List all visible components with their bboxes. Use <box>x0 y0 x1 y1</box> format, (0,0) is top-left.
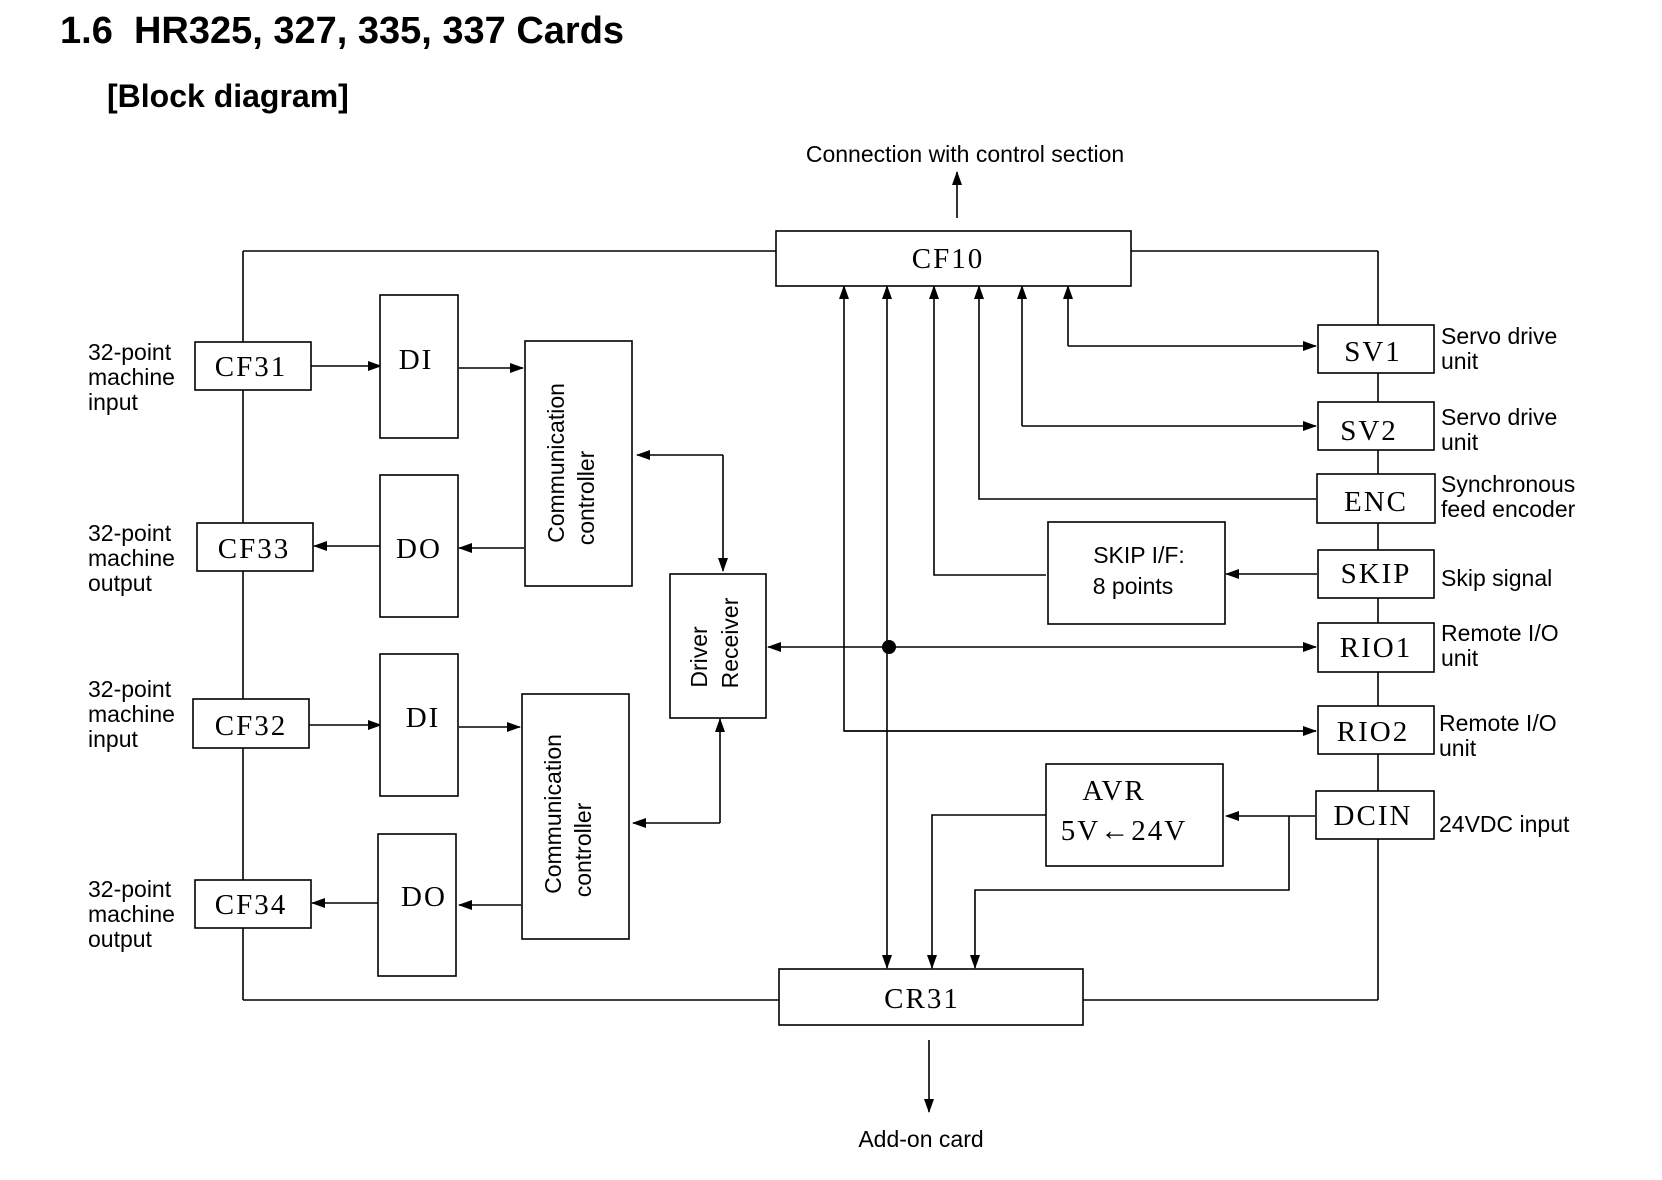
svg-text:Servo drive: Servo drive <box>1441 323 1557 349</box>
svg-text:unit: unit <box>1439 735 1477 761</box>
sv1-connector: SV1 <box>1317 324 1435 374</box>
svg-text:32-point: 32-point <box>88 339 172 365</box>
cf33-connector: CF33 <box>196 522 314 572</box>
rio1-description: Remote I/O unit <box>1441 620 1559 671</box>
di-block-lower: DI <box>379 653 459 797</box>
svg-text:ENC: ENC <box>1344 486 1408 518</box>
driver-receiver-block: Driver Receiver <box>669 573 767 719</box>
svg-text:CR31: CR31 <box>884 983 960 1015</box>
svg-text:unit: unit <box>1441 429 1479 455</box>
svg-text:output: output <box>88 926 153 952</box>
svg-text:CF34: CF34 <box>215 889 287 921</box>
cf34-connector: CF34 <box>194 879 312 929</box>
svg-text:Servo drive: Servo drive <box>1441 404 1557 430</box>
svg-text:Driver: Driver <box>686 626 712 688</box>
svg-text:DO: DO <box>401 881 447 913</box>
connection-lines <box>309 171 1317 1113</box>
svg-text:32-point: 32-point <box>88 676 172 702</box>
svg-text:SV2: SV2 <box>1340 415 1398 447</box>
avr-regulator-block: AVR 5V←24V <box>1045 763 1224 867</box>
svg-text:DCIN: DCIN <box>1334 800 1413 832</box>
svg-text:RIO1: RIO1 <box>1340 632 1412 664</box>
svg-text:Communication: Communication <box>540 734 566 894</box>
svg-text:8 points: 8 points <box>1093 573 1174 599</box>
svg-text:RIO2: RIO2 <box>1337 716 1409 748</box>
svg-text:machine: machine <box>88 701 175 727</box>
svg-text:controller: controller <box>573 450 599 545</box>
svg-text:input: input <box>88 389 138 415</box>
svg-text:32-point: 32-point <box>88 520 172 546</box>
cr31-connector: CR31 <box>778 968 1084 1026</box>
svg-text:controller: controller <box>570 802 596 897</box>
svg-text:AVR: AVR <box>1082 775 1146 807</box>
cf34-description: 32-point machine output <box>88 876 175 952</box>
svg-text:CF31: CF31 <box>215 351 287 383</box>
svg-text:Skip signal: Skip signal <box>1441 565 1552 591</box>
skip-interface-block: SKIP I/F: 8 points <box>1047 521 1226 625</box>
di-block-upper: DI <box>379 294 459 439</box>
cf32-connector: CF32 <box>192 698 310 749</box>
svg-text:Receiver: Receiver <box>717 597 743 688</box>
svg-text:Synchronous: Synchronous <box>1441 471 1575 497</box>
cf10-connector: CF10 <box>775 230 1132 287</box>
control-section-label: Connection with control section <box>806 141 1124 167</box>
svg-text:DI: DI <box>399 344 434 376</box>
dcin-description: 24VDC input <box>1439 811 1570 837</box>
svg-text:SKIP: SKIP <box>1341 558 1412 590</box>
rio2-connector: RIO2 <box>1317 705 1435 755</box>
skip-connector: SKIP <box>1317 549 1435 599</box>
enc-description: Synchronous feed encoder <box>1441 471 1576 522</box>
svg-text:machine: machine <box>88 545 175 571</box>
rio2-description: Remote I/O unit <box>1439 710 1557 761</box>
svg-text:output: output <box>88 570 153 596</box>
svg-text:DI: DI <box>406 702 441 734</box>
svg-text:SKIP I/F:: SKIP I/F: <box>1093 542 1185 568</box>
svg-text:Remote I/O: Remote I/O <box>1439 710 1557 736</box>
svg-text:feed encoder: feed encoder <box>1441 496 1576 522</box>
skip-description: Skip signal <box>1441 565 1552 591</box>
cf31-connector: CF31 <box>194 341 312 391</box>
sv1-description: Servo drive unit <box>1441 323 1557 374</box>
bus-junction-dot <box>882 640 896 654</box>
svg-text:CF32: CF32 <box>215 710 287 742</box>
svg-text:24VDC input: 24VDC input <box>1439 811 1570 837</box>
sv2-description: Servo drive unit <box>1441 404 1557 455</box>
svg-text:machine: machine <box>88 901 175 927</box>
add-on-card-label: Add-on card <box>858 1126 983 1152</box>
communication-controller-upper: Communication controller <box>524 340 633 587</box>
cf32-description: 32-point machine input <box>88 676 175 752</box>
svg-text:machine: machine <box>88 364 175 390</box>
communication-controller-lower: Communication controller <box>521 693 630 940</box>
page-heading: 1.6 HR325, 327, 335, 337 Cards <box>60 10 625 52</box>
svg-text:CF33: CF33 <box>218 533 290 565</box>
do-block-upper: DO <box>379 474 459 618</box>
cf31-description: 32-point machine input <box>88 339 175 415</box>
svg-text:unit: unit <box>1441 348 1479 374</box>
cf33-description: 32-point machine output <box>88 520 175 596</box>
svg-text:input: input <box>88 726 138 752</box>
sv2-connector: SV2 <box>1317 401 1435 451</box>
svg-text:unit: unit <box>1441 645 1479 671</box>
section-subheading: [Block diagram] <box>107 78 349 114</box>
svg-text:5V←24V: 5V←24V <box>1061 815 1187 847</box>
svg-text:32-point: 32-point <box>88 876 172 902</box>
svg-text:DO: DO <box>396 533 442 565</box>
svg-text:Remote I/O: Remote I/O <box>1441 620 1559 646</box>
dcin-connector: DCIN <box>1315 790 1435 840</box>
svg-text:SV1: SV1 <box>1344 336 1402 368</box>
enc-connector: ENC <box>1316 473 1436 524</box>
do-block-lower: DO <box>377 833 457 977</box>
rio1-connector: RIO1 <box>1317 622 1435 673</box>
svg-text:CF10: CF10 <box>912 243 984 275</box>
svg-text:Communication: Communication <box>543 383 569 543</box>
